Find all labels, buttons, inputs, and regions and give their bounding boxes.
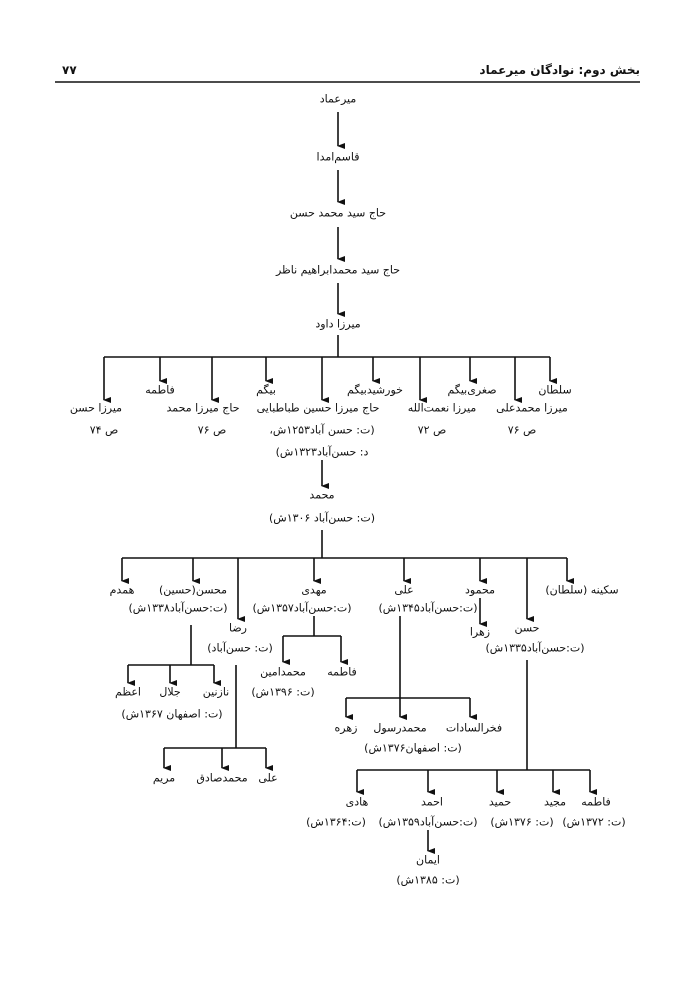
- person-iman: ایمان: [416, 853, 440, 867]
- birth-note: (ت:حسن‌آباد۱۳۳۸ش): [128, 601, 228, 615]
- person-ali: علی: [394, 583, 414, 597]
- person-mahdi: مهدی: [301, 583, 327, 597]
- person-mohammadrasoul: محمدرسول: [373, 721, 427, 735]
- person-hamid: حمید: [488, 795, 512, 809]
- person-azam: اعظم: [115, 685, 141, 699]
- birth-note: (ت:حسن‌آباد۱۳۳۵ش): [485, 641, 585, 655]
- person-haj-mirza-mohammad: حاج میرزا محمد: [166, 401, 240, 415]
- person-mohammadsadegh: محمدصادق: [196, 771, 248, 785]
- birth-note: (ت: ۱۳۹۶ش): [251, 685, 315, 699]
- person-mir-emad: میرعماد: [319, 92, 357, 106]
- birth-note: (ت: حسن‌آباد): [207, 641, 273, 655]
- person-mirza-hasan: میرزا حسن: [69, 401, 123, 415]
- person-mohammad: محمد: [309, 488, 335, 502]
- page-ref: ص ۷۲: [417, 423, 447, 437]
- death-note: د: حسن‌آباد۱۳۲۳ش): [275, 445, 369, 459]
- page-ref: ص ۷۴: [89, 423, 119, 437]
- birth-note: (ت: ۱۳۸۵ش): [396, 873, 460, 887]
- person-sakineh: سکینه (سلطان): [545, 583, 619, 597]
- person-beygom: بیگم: [256, 383, 276, 397]
- person-mohsen: محسن(حسین): [158, 583, 228, 597]
- page-number: ۷۷: [62, 63, 77, 77]
- page-ref: ص ۷۶: [197, 423, 227, 437]
- person-zahra: زهرا: [469, 625, 491, 639]
- birth-note: (ت: ۱۳۷۲ش): [562, 815, 626, 829]
- person-mirza-davood: میرزا داود: [315, 317, 361, 331]
- birth-note: (ت: حسن آباد۱۲۵۳ش،: [269, 423, 375, 437]
- person-reza: رضا: [228, 621, 248, 635]
- person-maryam: مریم: [152, 771, 176, 785]
- person-haj-mohammad-hasan: حاج سید محمد حسن: [289, 206, 387, 220]
- birth-note: (ت:حسن‌آباد۱۳۵۹ش): [378, 815, 478, 829]
- person-fatemeh: فاطمه: [145, 383, 175, 397]
- birth-note: (ت: حسن‌آباد ۱۳۰۶ش): [268, 511, 376, 525]
- birth-note: (ت: ۱۳۷۶ش): [490, 815, 554, 829]
- birth-note: (ت:حسن‌آباد۱۳۵۷ش): [252, 601, 352, 615]
- person-nazanin: نازنین: [202, 685, 230, 699]
- person-ghasem: قاسم‌امدا: [316, 150, 360, 164]
- birth-note: (ت: اصفهان ۱۳۶۷ش): [121, 707, 223, 721]
- person-hadi: هادی: [345, 795, 369, 809]
- person-ali-2: علی: [258, 771, 278, 785]
- birth-note: (ت:حسن‌آباد۱۳۴۵ش): [378, 601, 478, 615]
- person-fatemeh-2: فاطمه: [581, 795, 611, 809]
- person-hasan: حسن: [514, 621, 540, 635]
- section-title: بخش دوم: نوادگان میرعماد: [479, 63, 640, 77]
- person-khorshid: خورشیدبیگم: [347, 383, 403, 397]
- birth-note: (ت:۱۳۶۴ش): [306, 815, 366, 829]
- person-mohammadali: میرزا محمدعلی: [496, 401, 568, 415]
- person-fatemeh: فاطمه: [327, 665, 357, 679]
- person-ahmad: احمد: [421, 795, 443, 809]
- person-soghra: صغری‌بیگم: [447, 383, 497, 397]
- birth-note: (ت: اصفهان۱۳۷۶ش): [364, 741, 462, 755]
- person-haj-mirza-hossein: حاج میرزا حسین طباطبایی: [256, 401, 380, 415]
- person-zohreh: زهره: [334, 721, 358, 735]
- person-mahmoud: محمود: [465, 583, 495, 597]
- person-fakhr-sadat: فخرالسادات: [445, 721, 503, 735]
- person-mohammadamin: محمدامین: [260, 665, 306, 679]
- person-majid: مجید: [543, 795, 567, 809]
- person-hamdam: همدم: [109, 583, 135, 597]
- person-soltan: سلطان: [538, 383, 572, 397]
- person-mohammad-ebrahim: حاج سید محمدابراهیم ناظر: [275, 263, 401, 277]
- person-jalal: جلال: [159, 685, 181, 699]
- person-nematollah: میرزا نعمت‌الله: [407, 401, 477, 415]
- page-ref: ص ۷۶: [507, 423, 537, 437]
